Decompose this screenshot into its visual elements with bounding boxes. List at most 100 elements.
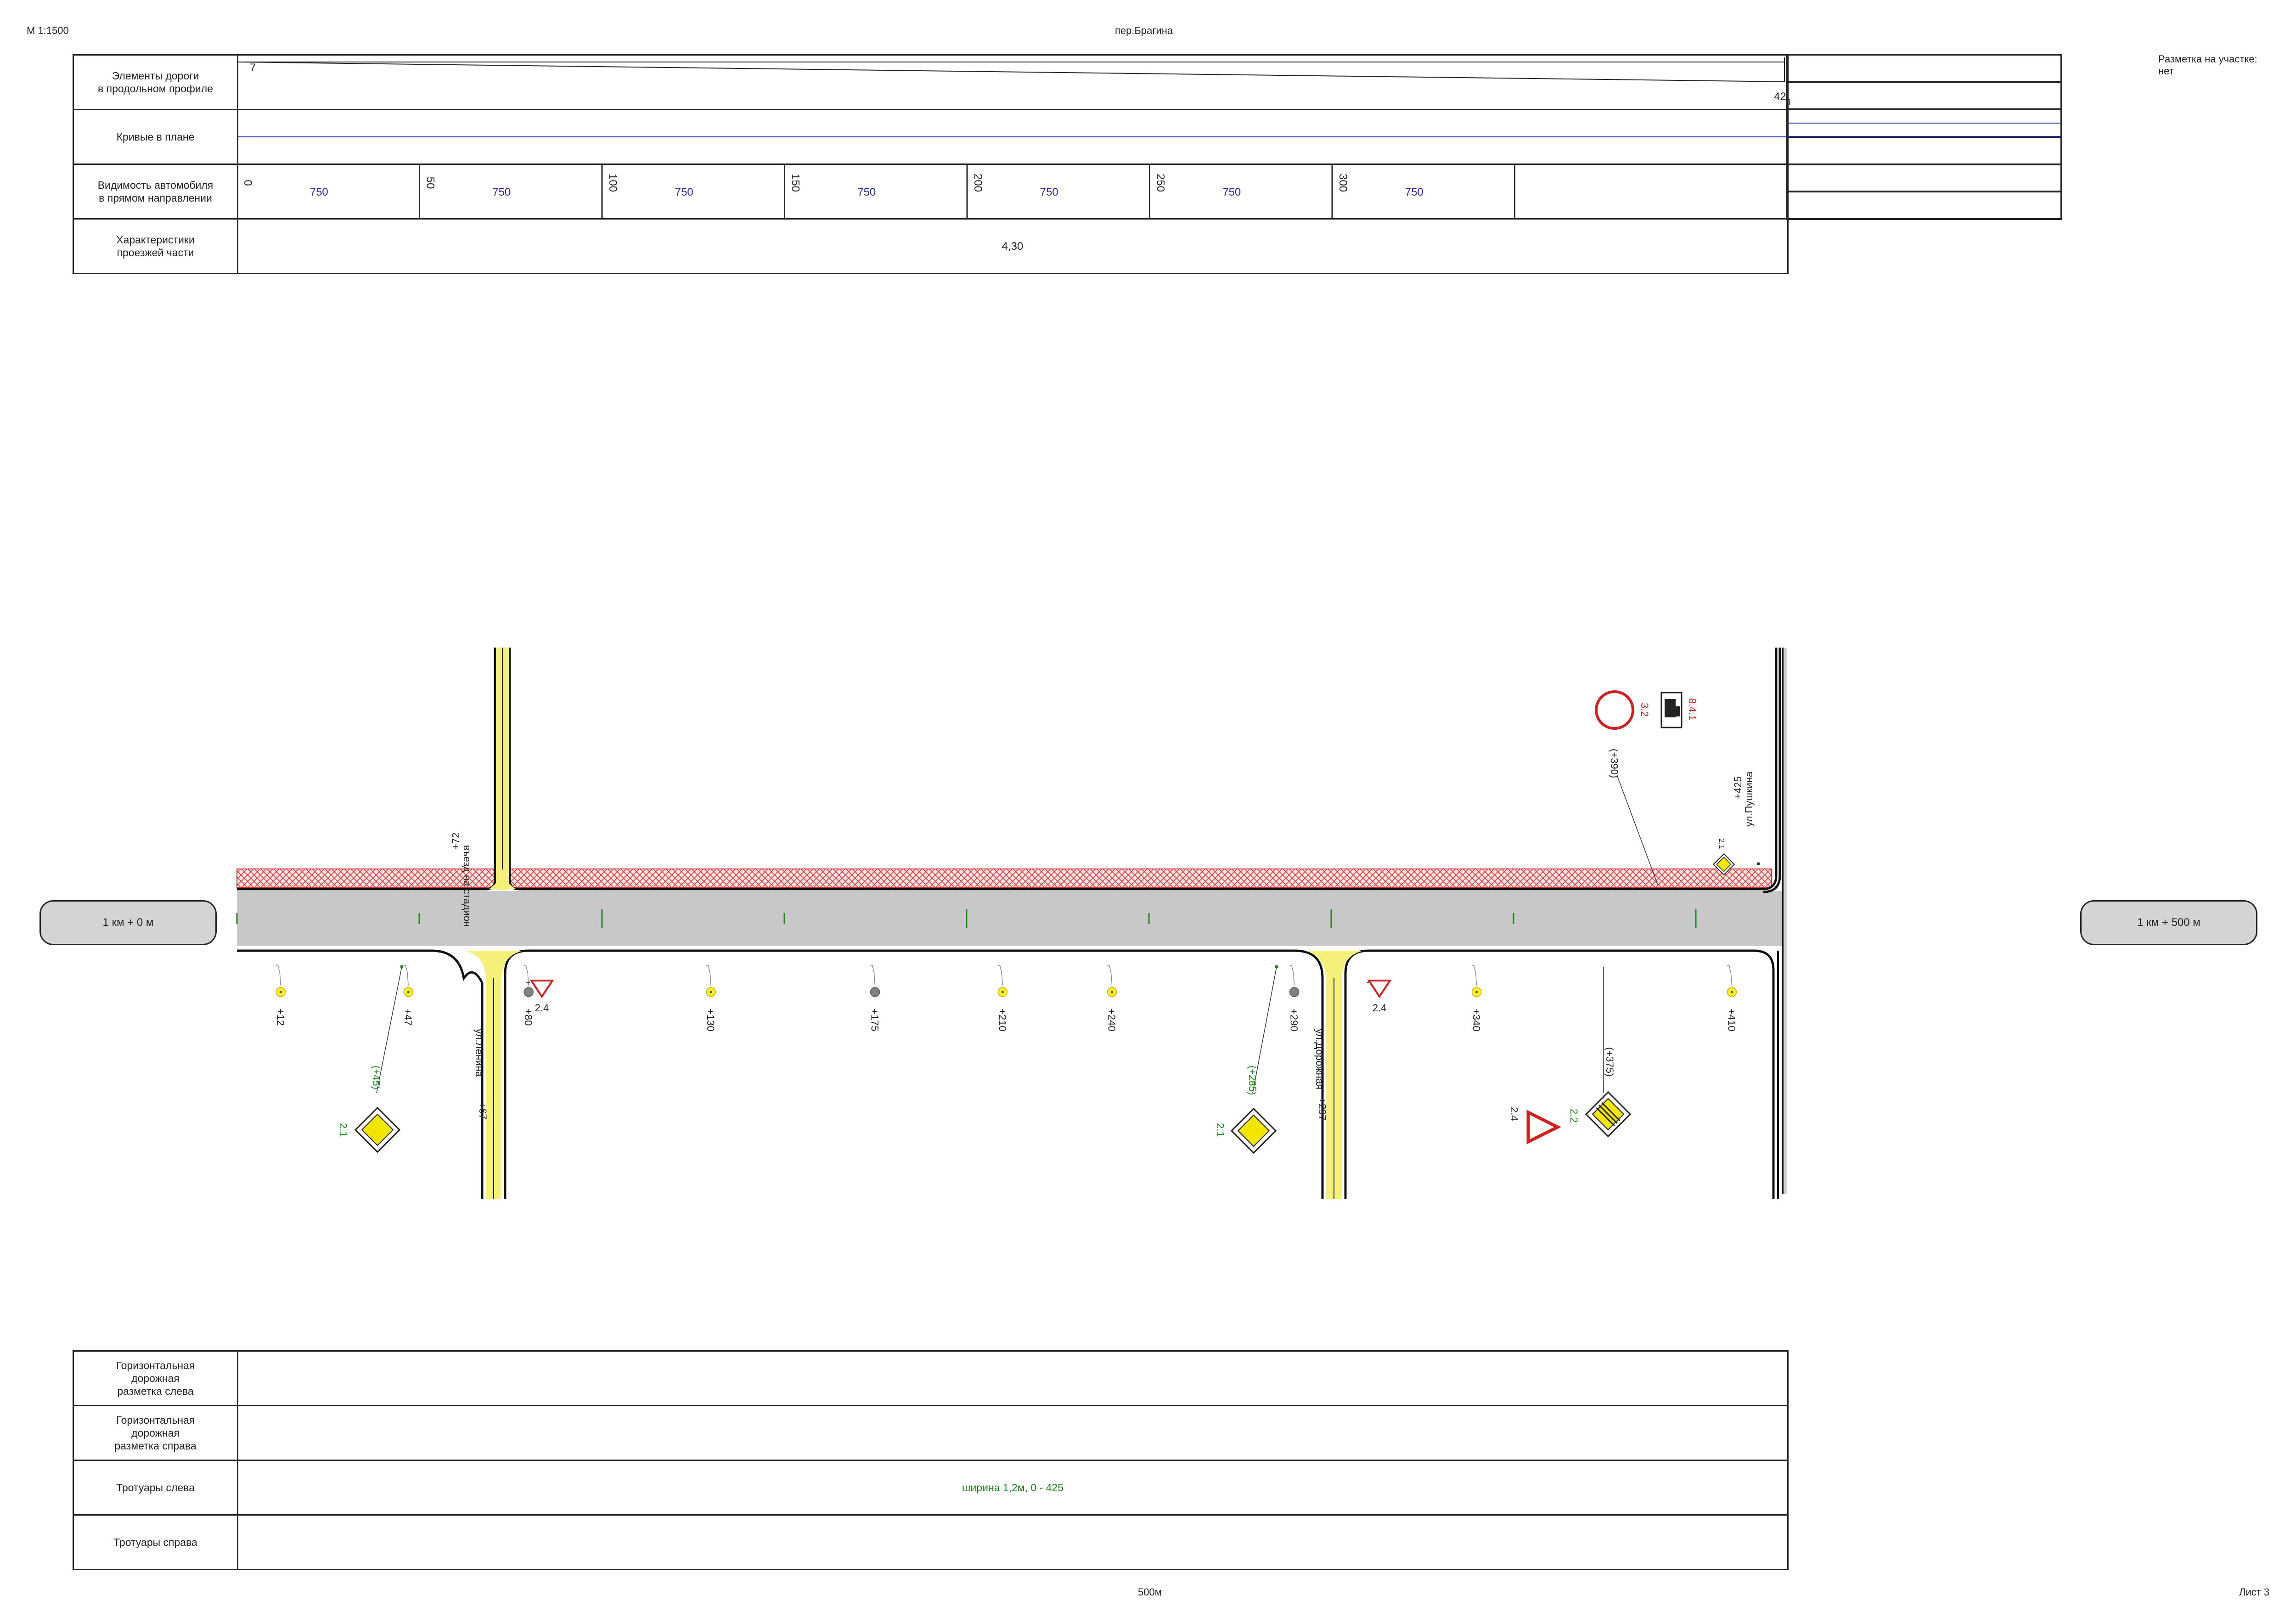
- pole-label: +340: [1471, 1009, 1482, 1032]
- row-label-sidewalk-right: Тротуары справа: [73, 1514, 238, 1570]
- sidewalk-left: [236, 868, 1772, 888]
- pole-label: +175: [869, 1009, 881, 1032]
- main-carriageway: [237, 891, 1787, 946]
- visibility-pk: 250: [1154, 174, 1167, 192]
- pole-290: +290: [1289, 965, 1300, 1032]
- sidewalk-left-value: ширина 1,2м, 0 - 425: [237, 1460, 1789, 1516]
- sign-375-code-b: 2.2: [1568, 1109, 1580, 1123]
- pole-175: +175: [869, 965, 881, 1032]
- visibility-value: 750: [310, 186, 328, 198]
- sign-45-pk: (+45): [371, 1066, 382, 1089]
- visibility-pk: 100: [607, 174, 619, 192]
- carriageway-cell: [237, 218, 1789, 274]
- pole-130: +130: [705, 965, 716, 1032]
- pole-12: +12: [275, 965, 286, 1026]
- visibility-pk: 50: [424, 177, 437, 189]
- row-label-visibility: Видимость автомобиля в прямом направлени…: [73, 164, 238, 220]
- row-label-carriageway: Характеристики проезжей части: [73, 218, 238, 274]
- yield-dorozhnaya-code: 2.4: [1373, 1002, 1387, 1014]
- sidewalk-right-cell: [237, 1514, 1789, 1570]
- profile-end: 42: [1774, 90, 1786, 103]
- profile-line: 7 42 4: [237, 57, 1791, 107]
- length-label: 500м: [1138, 1586, 1162, 1598]
- pole-label: +80: [523, 1009, 534, 1026]
- pole-label: +130: [705, 1009, 716, 1032]
- row-label-profile: Элементы дороги в продольном профиле: [73, 54, 238, 110]
- pk-ticks: [236, 909, 1697, 928]
- sign-group-375: (+375) 2.4 2.2: [1508, 967, 1632, 1145]
- pole-label: +47: [402, 1009, 414, 1026]
- visibility-pk: 150: [789, 174, 802, 192]
- scale-label: М 1:1500: [27, 25, 69, 36]
- row-label-markings-left: Горизонтальная дорожная разметка слева: [73, 1350, 238, 1406]
- visibility-cell: [237, 164, 1789, 220]
- row-label-sidewalk-left: Тротуары слева: [73, 1460, 238, 1516]
- profile-start: 7: [250, 62, 256, 74]
- sign-390-code-b: 8.4.1: [1687, 698, 1698, 721]
- yield-sign-lenina: 2.4: [526, 980, 554, 1014]
- sign-285-code: 2.1: [1215, 1123, 1226, 1137]
- markings-right-cell: [237, 1405, 1789, 1461]
- sign-375-code-a: 2.4: [1508, 1107, 1520, 1121]
- pole-label: +240: [1106, 1009, 1118, 1032]
- visibility-value: 750: [1222, 186, 1241, 198]
- yield-sign-dorozhnaya: 2.4: [1367, 980, 1392, 1014]
- visibility-value: 750: [1040, 186, 1058, 198]
- markings-label: Разметка на участке:: [2158, 53, 2257, 65]
- visibility-pk: 200: [972, 174, 984, 192]
- lenina-name: ул.Ленина: [473, 1029, 485, 1077]
- profile-end-sub: 4: [1786, 97, 1791, 107]
- pole-label: +290: [1289, 1009, 1300, 1032]
- lenina-pk: +67: [477, 1102, 489, 1119]
- pushkina-pk: +425: [1732, 776, 1744, 799]
- row-label-curves: Кривые в плане: [73, 109, 238, 165]
- sign-45-code: 2.1: [338, 1123, 349, 1137]
- dorozhnaya-name: ул.Дорожная: [1314, 1029, 1325, 1089]
- carriageway-width: 4,30: [1002, 240, 1024, 253]
- visibility-value: 750: [1405, 186, 1424, 198]
- profile-cell: [237, 54, 1789, 110]
- poles-layer: +12 +47 +80 +130 +175 +210 +240 +290 +340 +410: [275, 965, 1737, 1032]
- street-title: пер.Брагина: [1115, 25, 1173, 36]
- yield-triangle-icon: [1526, 1110, 1561, 1145]
- pushkina-sign-code: 2.1: [1717, 839, 1725, 849]
- pole-label: +210: [996, 1009, 1008, 1032]
- pole-410: +410: [1726, 965, 1737, 1032]
- sign-group-390: (+390) 3.2 8.4.1: [1595, 690, 1698, 885]
- end-km-marker: 1 км + 500 м: [2080, 900, 2257, 945]
- yield-lenina-code: 2.4: [535, 1002, 549, 1014]
- stadium-pk: +72: [450, 833, 461, 850]
- markings-left-cell: [237, 1350, 1789, 1406]
- pole-80: +80: [523, 965, 534, 1026]
- pushkina-sign: 2.1: [1712, 839, 1760, 876]
- pole-label: +12: [275, 1009, 286, 1026]
- visibility-value: 750: [675, 186, 693, 198]
- pole-label: +410: [1726, 1009, 1737, 1032]
- pushkina-name: ул.Пушкина: [1743, 771, 1755, 827]
- markings-table: Горизонтальная дорожная разметка слева Г…: [73, 1350, 1789, 1570]
- sheet-label: Лист 3: [2239, 1586, 2270, 1598]
- row-label-markings-right: Горизонтальная дорожная разметка справа: [73, 1405, 238, 1461]
- visibility-pk: 300: [1337, 174, 1349, 192]
- profile-overlay: 7 42 4 0 750 50 750 100 750 150 750 200 750 250 750…: [237, 54, 2062, 253]
- stadium-name: въезд на стадион: [461, 845, 473, 927]
- sign-375-pk: (+375): [1604, 1047, 1615, 1077]
- visibility-value: 750: [857, 186, 876, 198]
- pole-47: +47: [402, 965, 414, 1026]
- no-traffic-icon: [1595, 690, 1634, 730]
- dorozhnaya-pk: +297: [1317, 1098, 1328, 1121]
- road-plan: +72 въезд на стадион ул.Ленина +67 ул.До…: [236, 648, 1787, 1199]
- pole-210: +210: [996, 965, 1008, 1032]
- start-km-marker: 1 км + 0 м: [39, 900, 217, 945]
- end-priority-icon: [1585, 1091, 1632, 1138]
- visibility-pk: 0: [242, 180, 254, 186]
- sign-390-pk: (+390): [1609, 749, 1620, 778]
- pole-240: +240: [1106, 965, 1118, 1032]
- sign-priority-285: (+285) 2.1: [1215, 965, 1278, 1154]
- sign-priority-45: (+45) 2.1: [338, 965, 403, 1153]
- sign-390-code-a: 3.2: [1639, 703, 1650, 717]
- pole-340: +340: [1471, 965, 1482, 1032]
- markings-value: нет: [2158, 65, 2174, 77]
- profile-table: Элементы дороги в продольном профиле Кри…: [73, 54, 1789, 274]
